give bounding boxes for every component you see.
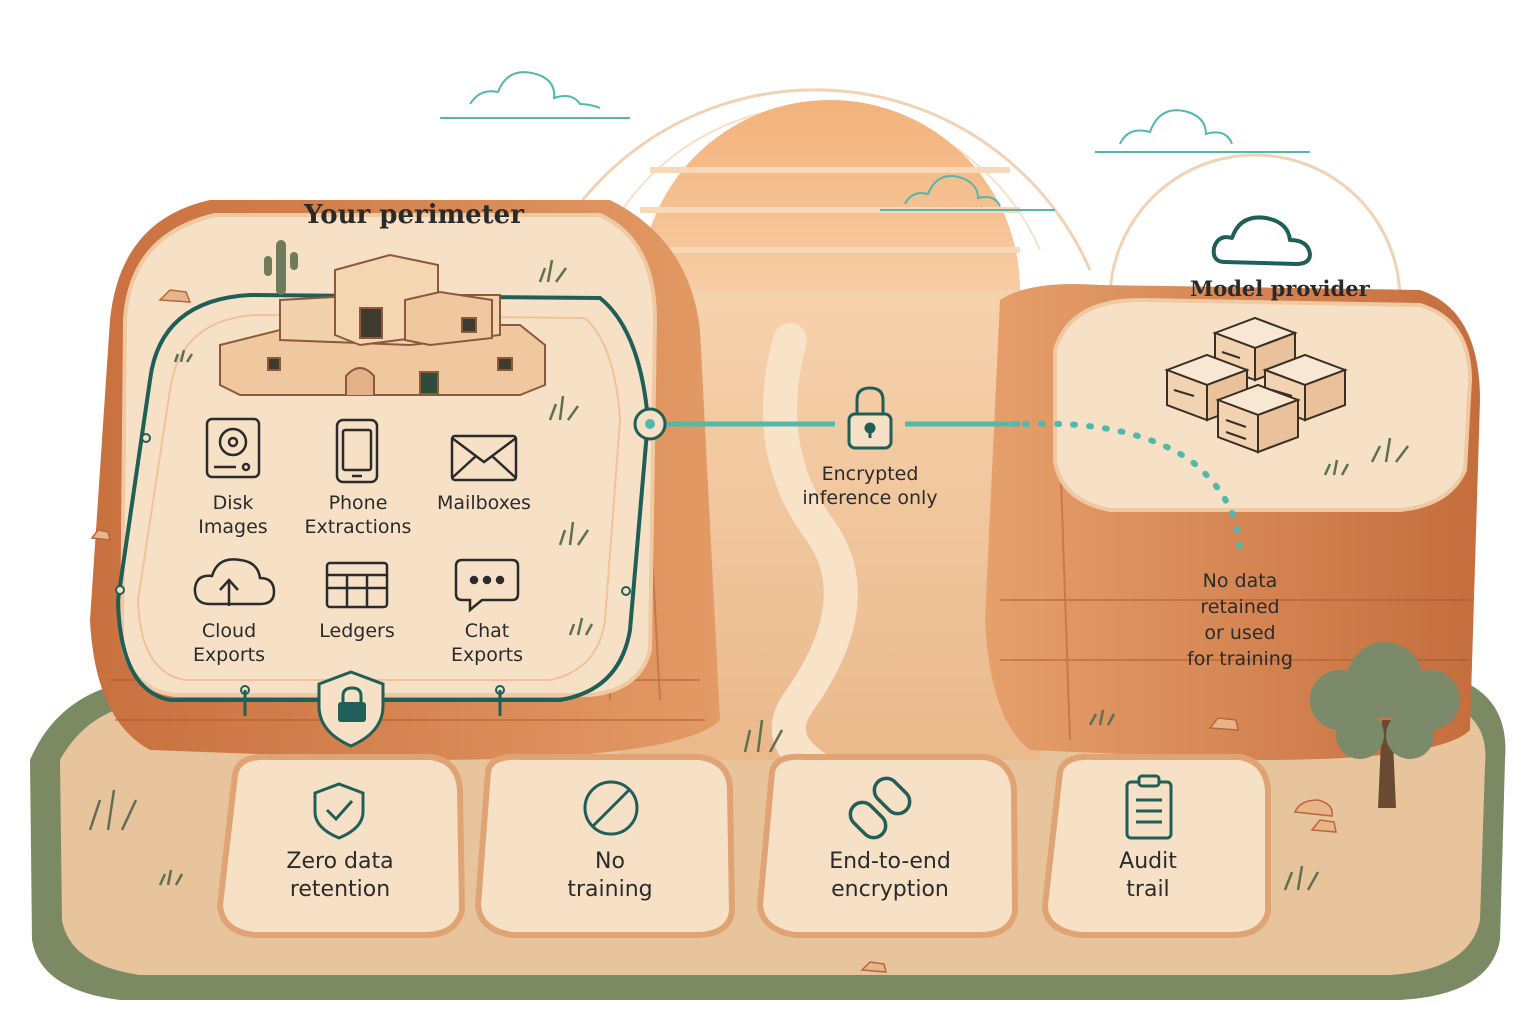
clipboard-icon (1125, 774, 1173, 840)
chain-link-icon (848, 776, 912, 840)
chat-bubble-icon (454, 558, 520, 613)
shield-check-icon (313, 782, 365, 840)
cloud-icon (1211, 215, 1312, 266)
feature-cards (216, 753, 1271, 938)
feature-label-zero-data-retention: Zero data retention (286, 849, 394, 902)
rocks (90, 289, 1337, 973)
disk-drive-icon (205, 417, 261, 479)
source-label-disk-images: Disk Images (198, 492, 268, 538)
server-rack-icon (1164, 316, 1348, 454)
padlock-icon (847, 386, 893, 450)
source-label-chat-exports: Chat Exports (450, 620, 524, 666)
feature-label-no-training: No training (567, 849, 653, 902)
sky-clouds (440, 71, 1310, 211)
source-label-cloud-exports: Cloud Exports (192, 620, 266, 666)
link-label: Encrypted inference only (802, 463, 938, 509)
cloud-upload-icon (193, 558, 276, 606)
prohibited-icon (583, 780, 639, 836)
source-label-mailboxes: Mailboxes (437, 492, 531, 514)
table-grid-icon (325, 561, 389, 609)
phone-icon (335, 418, 379, 484)
shield-lock-icon (317, 670, 385, 748)
provider-title: Model provider (1190, 276, 1370, 301)
source-label-ledgers: Ledgers (319, 620, 395, 642)
source-label-phone-extractions: Phone Extractions (304, 492, 412, 538)
feature-label-audit-trail: Audit trail (1119, 849, 1177, 902)
adobe-building (219, 253, 546, 396)
encrypted-connection (633, 407, 1243, 558)
desert-shrubs (88, 259, 1409, 891)
envelope-icon (450, 434, 518, 482)
feature-label-end-to-end-encryption: End-to-end encryption (829, 849, 951, 902)
provider-note: No data retained or used for training (1187, 570, 1293, 670)
cactus (264, 240, 298, 295)
perimeter-title: Your perimeter (304, 200, 524, 230)
desert-tree (1310, 642, 1460, 808)
